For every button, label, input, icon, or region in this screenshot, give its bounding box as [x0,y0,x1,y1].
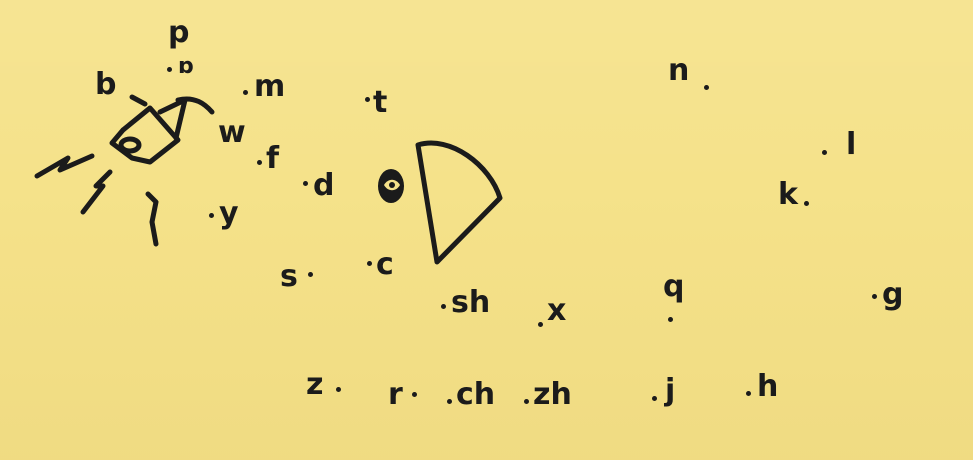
sound-label-g: g [882,280,903,310]
sound-label-q: q [663,272,684,302]
sound-label-l: l [846,130,856,160]
sound-dot-t [365,97,370,102]
sound-label-j: j [665,376,675,406]
sound-dot-d [303,181,308,186]
sound-label-ch: ch [456,380,495,410]
sound-dot-q [668,317,673,322]
sound-label-r: r [388,380,403,410]
sound-label-k: k [778,180,798,210]
bell-icon [112,97,212,162]
sound-dot-s [308,272,313,277]
sound-dot-f [257,160,262,165]
sound-label-t: t [373,88,387,118]
sound-label-w: w [218,118,246,148]
sound-dot-p [167,67,172,72]
sound-dot-h [746,391,751,396]
sound-dot-l [822,150,827,155]
sound-dot-m [243,90,248,95]
sound-dot-k [804,201,809,206]
sound-label-m: m [254,72,285,102]
sound-dot-g [872,294,877,299]
eye-icon [378,143,500,262]
sound-label-zh: zh [533,380,572,410]
sound-label-p: p [168,18,189,48]
sound-dot-z [336,387,341,392]
sound-dot-y [209,213,214,218]
sound-dot-c [367,261,372,266]
sound-label-n: n [668,56,689,86]
sound-dot-zh [524,399,529,404]
sound-dot-ch [447,399,452,404]
sound-dot-r [412,392,417,397]
sound-label-c: c [376,250,394,280]
sound-label-h: h [757,372,778,402]
sound-label-d: d [313,171,334,201]
sound-label-z: z [306,370,323,400]
sound-label-b: b [95,70,116,100]
lightning-icon [37,156,156,244]
sound-dot-sh [441,304,446,309]
sound-label-sh: sh [451,288,490,318]
sound-dot-j [652,396,657,401]
sound-label-y: y [219,199,239,229]
sound-dot-n [704,85,709,90]
sound-dot-x [538,322,543,327]
sound-label-x: x [547,296,566,326]
sound-mark-p-lower: ɒ [178,56,194,78]
sound-label-s: s [280,262,298,292]
sound-label-f: f [266,144,279,174]
